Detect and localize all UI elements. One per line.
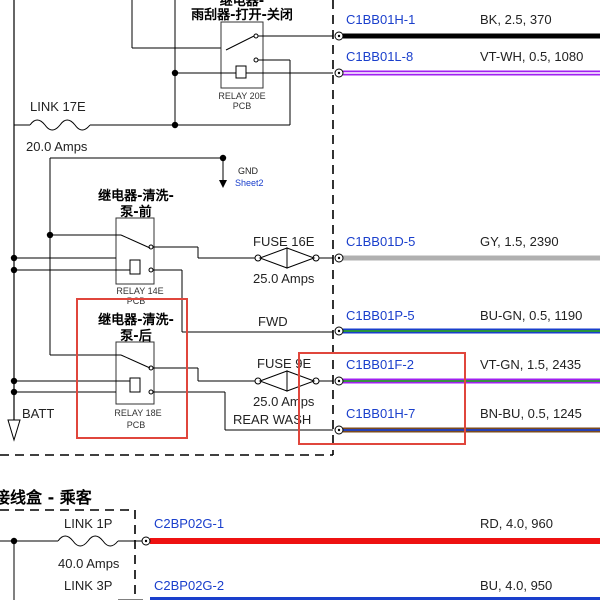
link-3p-name: LINK 3P xyxy=(64,578,112,593)
highlight-box-wires xyxy=(298,352,466,445)
ground-icon xyxy=(219,180,227,188)
relay-coil-icon xyxy=(129,377,141,393)
wire-spec: BN-BU, 0.5, 1245 xyxy=(480,406,582,421)
fuse-16e-name: FUSE 16E xyxy=(253,234,315,249)
wire-spec: BK, 2.5, 370 xyxy=(480,12,552,27)
link-1p-name: LINK 1P xyxy=(64,516,112,531)
fuse-9e-amps: 25.0 Amps xyxy=(253,394,315,409)
relay-14e-title-1: 继电器-清洗- xyxy=(98,188,174,204)
wire-spec: BU, 4.0, 950 xyxy=(480,578,552,593)
relay-20e-title-cut: 继电器- xyxy=(220,0,264,9)
wire-spec: BU-GN, 0.5, 1190 xyxy=(480,308,582,323)
rear-wash-label: REAR WASH xyxy=(233,412,311,427)
link-17e-amps: 20.0 Amps xyxy=(26,139,88,154)
link-1p-amps: 40.0 Amps xyxy=(58,556,120,571)
relay-coil-icon xyxy=(235,65,247,79)
relay-14e-title-2: 泵-前 xyxy=(120,204,151,220)
relay-14e-id: RELAY 14E xyxy=(116,286,163,296)
connector-label[interactable]: C1BB01H-1 xyxy=(346,12,415,27)
batt-arrow-icon xyxy=(7,419,21,442)
fuse-16e-icon xyxy=(258,247,316,269)
link-17e-name: LINK 17E xyxy=(30,99,86,114)
junction-dot xyxy=(10,388,18,396)
connector-label[interactable]: C2BP02G-2 xyxy=(154,578,224,593)
relay-18e-title-2: 泵-后 xyxy=(120,328,151,344)
fuse-16e-amps: 25.0 Amps xyxy=(253,271,315,286)
relay-18e-pcb: PCB xyxy=(127,420,146,430)
junction-dot xyxy=(10,254,18,262)
wire-spec: GY, 1.5, 2390 xyxy=(480,234,559,249)
connector-label[interactable]: C1BB01L-8 xyxy=(346,49,413,64)
relay-coil-icon xyxy=(129,259,141,275)
wire-spec: RD, 4.0, 960 xyxy=(480,516,553,531)
highlight-box-relay xyxy=(76,298,188,439)
fuse-9e-name: FUSE 9E xyxy=(257,356,312,371)
relay-18e-id: RELAY 18E xyxy=(114,408,161,418)
fwd-label: FWD xyxy=(258,314,288,329)
batt-label: BATT xyxy=(22,406,54,421)
relay-20e-pcb: PCB xyxy=(233,101,252,111)
connector-label[interactable]: C1BB01D-5 xyxy=(346,234,415,249)
gnd-label: GND xyxy=(238,166,259,176)
connector-label[interactable]: C1BB01H-7 xyxy=(346,406,415,421)
lower-section-title: 接线盒 - 乘客 xyxy=(0,488,93,507)
link-1p-fuse-icon xyxy=(57,535,119,547)
relay-20e-title: 雨刮器-打开-关闭 xyxy=(191,7,293,23)
connector-label[interactable]: C1BB01P-5 xyxy=(346,308,415,323)
relay-20e-id: RELAY 20E xyxy=(218,91,265,101)
junction-dot xyxy=(10,266,18,274)
connector-label[interactable]: C2BP02G-1 xyxy=(154,516,224,531)
relay-18e-box xyxy=(115,341,155,405)
wire-spec: VT-WH, 0.5, 1080 xyxy=(480,49,583,64)
connector-pins xyxy=(334,31,344,435)
connector-label[interactable]: C1BB01F-2 xyxy=(346,357,414,372)
link-17e-fuse-icon xyxy=(29,119,91,131)
relay-18e-title-1: 继电器-清洗- xyxy=(98,312,174,328)
junction-dot xyxy=(46,231,54,239)
wire-spec: VT-GN, 1.5, 2435 xyxy=(480,357,581,372)
gnd-sheet-link[interactable]: Sheet2 xyxy=(235,178,264,188)
fuse-9e-icon xyxy=(258,370,316,392)
junction-dot xyxy=(10,377,18,385)
relay-14e-pcb: PCB xyxy=(127,296,146,306)
